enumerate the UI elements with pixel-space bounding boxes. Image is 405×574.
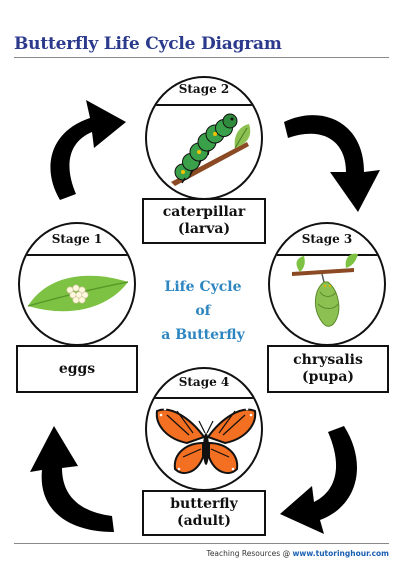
stage-1-label: Stage 1 xyxy=(51,232,103,246)
curved-arrow-icon xyxy=(50,100,127,200)
center-line-2: of xyxy=(195,303,211,319)
center-line-1: Life Cycle xyxy=(164,279,242,295)
curved-arrow-icon xyxy=(30,426,114,532)
stage-1-circle: Stage 1 xyxy=(18,222,136,346)
stage-3-divider xyxy=(270,254,384,256)
footer-credit: Teaching Resources @ www.tutoringhour.co… xyxy=(207,549,389,558)
stage-4-name-sub: (adult) xyxy=(176,513,232,529)
footer-link[interactable]: www.tutoringhour.com xyxy=(292,549,389,558)
stage-2-divider xyxy=(147,104,261,106)
curved-arrow-icon xyxy=(284,115,380,212)
title-divider xyxy=(14,57,389,58)
stage-3-name-sub: (pupa) xyxy=(301,369,355,385)
caterpillar-icon xyxy=(171,113,251,186)
footer-prefix: Teaching Resources @ xyxy=(206,549,293,558)
stage-3-circle: Stage 3 xyxy=(268,222,386,346)
stage-1-name: eggs xyxy=(58,360,96,377)
stage-2-circle: Stage 2 xyxy=(145,76,263,200)
monarch-butterfly-icon xyxy=(155,407,257,474)
chrysalis-icon xyxy=(292,253,358,327)
stage-1-name-box: eggs xyxy=(16,345,138,393)
stage-2-name-box: caterpillar (larva) xyxy=(142,198,266,244)
stage-1-divider xyxy=(20,254,134,256)
stage-2-name-sub: (larva) xyxy=(177,221,231,237)
stage-3-label: Stage 3 xyxy=(301,232,353,246)
stage-3-name: chrysalis xyxy=(293,352,363,368)
leaf-with-eggs-icon xyxy=(27,275,129,312)
stage-2-name: caterpillar xyxy=(162,204,246,220)
center-line-3: a Butterfly xyxy=(161,327,245,343)
stage-3-name-box: chrysalis (pupa) xyxy=(267,345,389,393)
stage-2-label: Stage 2 xyxy=(178,82,230,96)
footer-divider xyxy=(14,543,389,544)
stage-4-label: Stage 4 xyxy=(178,375,230,389)
center-caption: Life Cycle of a Butterfly xyxy=(148,275,258,347)
stage-4-divider xyxy=(147,397,261,399)
stage-4-circle: Stage 4 xyxy=(145,367,263,491)
stage-4-name-box: butterfly (adult) xyxy=(142,490,266,536)
page-title: Butterfly Life Cycle Diagram xyxy=(14,34,282,54)
curved-arrow-icon xyxy=(280,426,357,534)
stage-4-name: butterfly xyxy=(170,496,238,512)
